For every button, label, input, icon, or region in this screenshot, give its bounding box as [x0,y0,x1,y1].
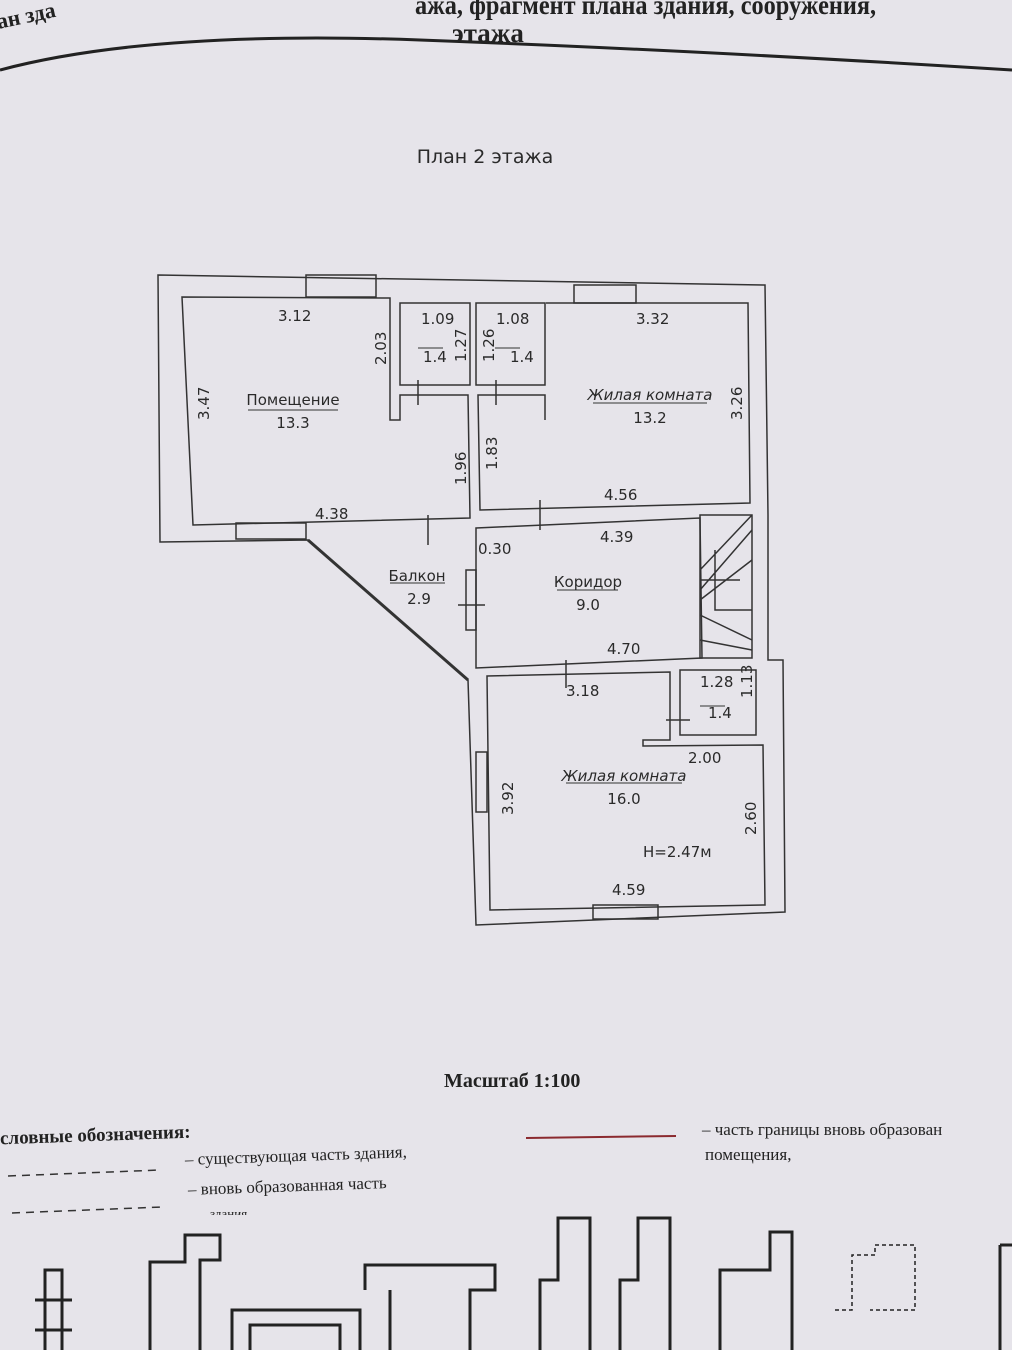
dim: 2.60 [742,802,760,835]
room-name: Помещение [246,391,339,409]
small-room-outline [679,669,757,736]
dim: 2.00 [688,749,721,767]
legend-item-new-cont: здания [210,1206,248,1215]
window [592,904,659,920]
legend-item-boundary: – часть границы вновь образован [702,1120,943,1139]
wc-dividers [248,347,725,784]
dim: 3.47 [195,387,213,420]
dim: 1.13 [738,665,756,698]
dim: 3.18 [566,682,599,700]
room-area: 13.2 [633,409,666,427]
wc2-outline [475,302,546,386]
room-area: 1.4 [708,704,732,722]
thumbnail-drawings [35,1216,1012,1350]
dim: 1.28 [700,673,733,691]
dim: 4.56 [604,486,637,504]
stairs-outline [699,514,753,659]
dim: 3.12 [278,307,311,325]
stairs-lines [699,514,753,651]
dim: 3.92 [499,782,517,815]
room-name: Коридор [554,573,622,591]
room-area: 1.4 [423,348,447,366]
wc1-outline [399,302,471,386]
plan-title: План 2 этажа [417,146,554,168]
balcony-railing [307,538,469,682]
living2-outline [486,671,766,911]
legend-dashed-line [7,1169,161,1177]
dim: 4.38 [315,505,348,523]
dim: 1.09 [421,310,454,328]
dim: 1.26 [480,329,498,362]
dim: 1.83 [483,437,501,470]
room-area: 2.9 [407,590,431,608]
room-name: Жилая комната [561,767,687,785]
room-name: Балкон [388,567,445,585]
living1-outline [477,302,751,511]
dim: 1.27 [452,329,470,362]
legend-item-boundary-cont: помещения, [705,1145,792,1164]
scale-label: Масштаб 1:100 [444,1070,581,1092]
header-rule [0,36,1012,72]
window [465,569,477,631]
header-title-line1: ажа, фрагмент плана здания, сооружения, [415,0,877,20]
door-marks [417,380,690,721]
window [475,751,488,813]
room-area: 9.0 [576,596,600,614]
dim: 1.08 [496,310,529,328]
room-area: 13.3 [276,414,309,432]
room-name: Жилая комната [587,386,713,404]
dim: 1.96 [452,452,470,485]
dim: 4.59 [612,881,645,899]
dim: 3.26 [728,387,746,420]
window [305,274,377,298]
dim: 4.39 [600,528,633,546]
window [235,522,307,540]
legend-dashed-line [11,1206,163,1214]
dim: 4.70 [607,640,640,658]
room-area: 16.0 [607,790,640,808]
room-area: 1.4 [510,348,534,366]
legend-red-line [525,1135,677,1139]
dim: 0.30 [478,540,511,558]
outer-wall [157,274,786,926]
dim: 2.03 [372,332,390,365]
dim: 3.32 [636,310,669,328]
ceiling-height: H=2.47м [643,843,712,861]
window [573,284,637,304]
room-pomeshchenie-outline [181,296,471,526]
